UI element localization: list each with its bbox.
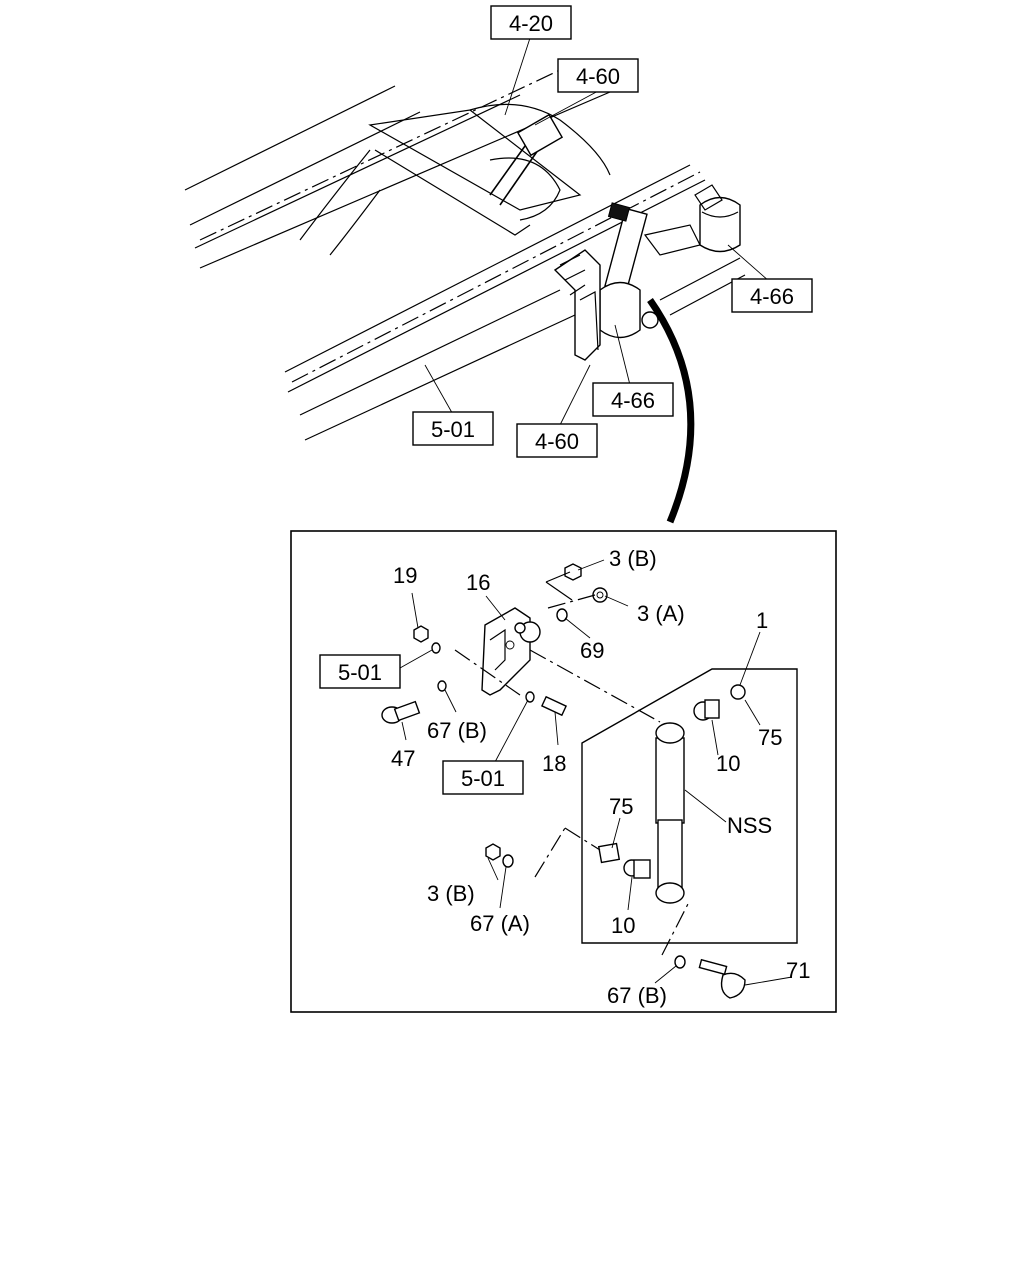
label-part-1: 1 xyxy=(756,608,768,633)
callout-4-60-bottom: 4-60 xyxy=(516,423,598,458)
upper-leader-lines xyxy=(424,37,771,426)
label-part-75-top: 75 xyxy=(758,725,782,750)
part-labels: 1 3 (B) 3 (A) 69 16 19 47 67 (B) 18 75 1… xyxy=(391,546,810,1008)
callout-4-66-right: 4-66 xyxy=(731,278,813,313)
detail-leader-lines xyxy=(399,559,793,986)
assembly-lines xyxy=(454,571,691,956)
label-part-67a: 67 (A) xyxy=(470,911,530,936)
callout-5-01-detail-a: 5-01 xyxy=(319,654,401,689)
label-part-19: 19 xyxy=(393,563,417,588)
callout-4-66-mid: 4-66 xyxy=(592,382,674,417)
label-part-69: 69 xyxy=(580,638,604,663)
chassis-frame-illustration xyxy=(184,69,746,441)
bracket-16 xyxy=(481,607,541,696)
label-part-16: 16 xyxy=(466,570,490,595)
callout-4-60-bottom-label: 4-60 xyxy=(535,429,579,454)
detail-pointer-arc xyxy=(647,297,695,524)
shock-absorber-body xyxy=(485,684,746,999)
callout-4-20-label: 4-20 xyxy=(509,11,553,36)
callout-4-66-right-label: 4-66 xyxy=(750,284,794,309)
label-part-10-top: 10 xyxy=(716,751,740,776)
label-part-10-mid: 10 xyxy=(611,913,635,938)
detail-frame xyxy=(290,530,837,1013)
callout-5-01-detail-b-label: 5-01 xyxy=(461,766,505,791)
label-part-3a: 3 (A) xyxy=(637,601,685,626)
callout-4-66-mid-label: 4-66 xyxy=(611,388,655,413)
label-part-3b-bottom: 3 (B) xyxy=(427,881,475,906)
label-part-75-mid: 75 xyxy=(609,794,633,819)
callout-5-01-frame-label: 5-01 xyxy=(431,417,475,442)
callout-4-20: 4-20 xyxy=(490,5,572,40)
label-part-67b-left: 67 (B) xyxy=(427,718,487,743)
label-part-3b-top: 3 (B) xyxy=(609,546,657,571)
part-1-kit-outline xyxy=(581,668,798,944)
callout-5-01-detail-b: 5-01 xyxy=(442,760,524,795)
callout-4-60-top: 4-60 xyxy=(557,58,639,93)
callout-4-60-top-label: 4-60 xyxy=(576,64,620,89)
label-part-nss: NSS xyxy=(727,813,772,838)
callout-5-01-detail-a-label: 5-01 xyxy=(338,660,382,685)
label-part-71: 71 xyxy=(786,958,810,983)
label-part-18: 18 xyxy=(542,751,566,776)
callout-5-01-frame: 5-01 xyxy=(412,411,494,446)
label-part-47: 47 xyxy=(391,746,415,771)
hardware-top xyxy=(381,563,608,724)
label-part-67b-bottom: 67 (B) xyxy=(607,983,667,1008)
